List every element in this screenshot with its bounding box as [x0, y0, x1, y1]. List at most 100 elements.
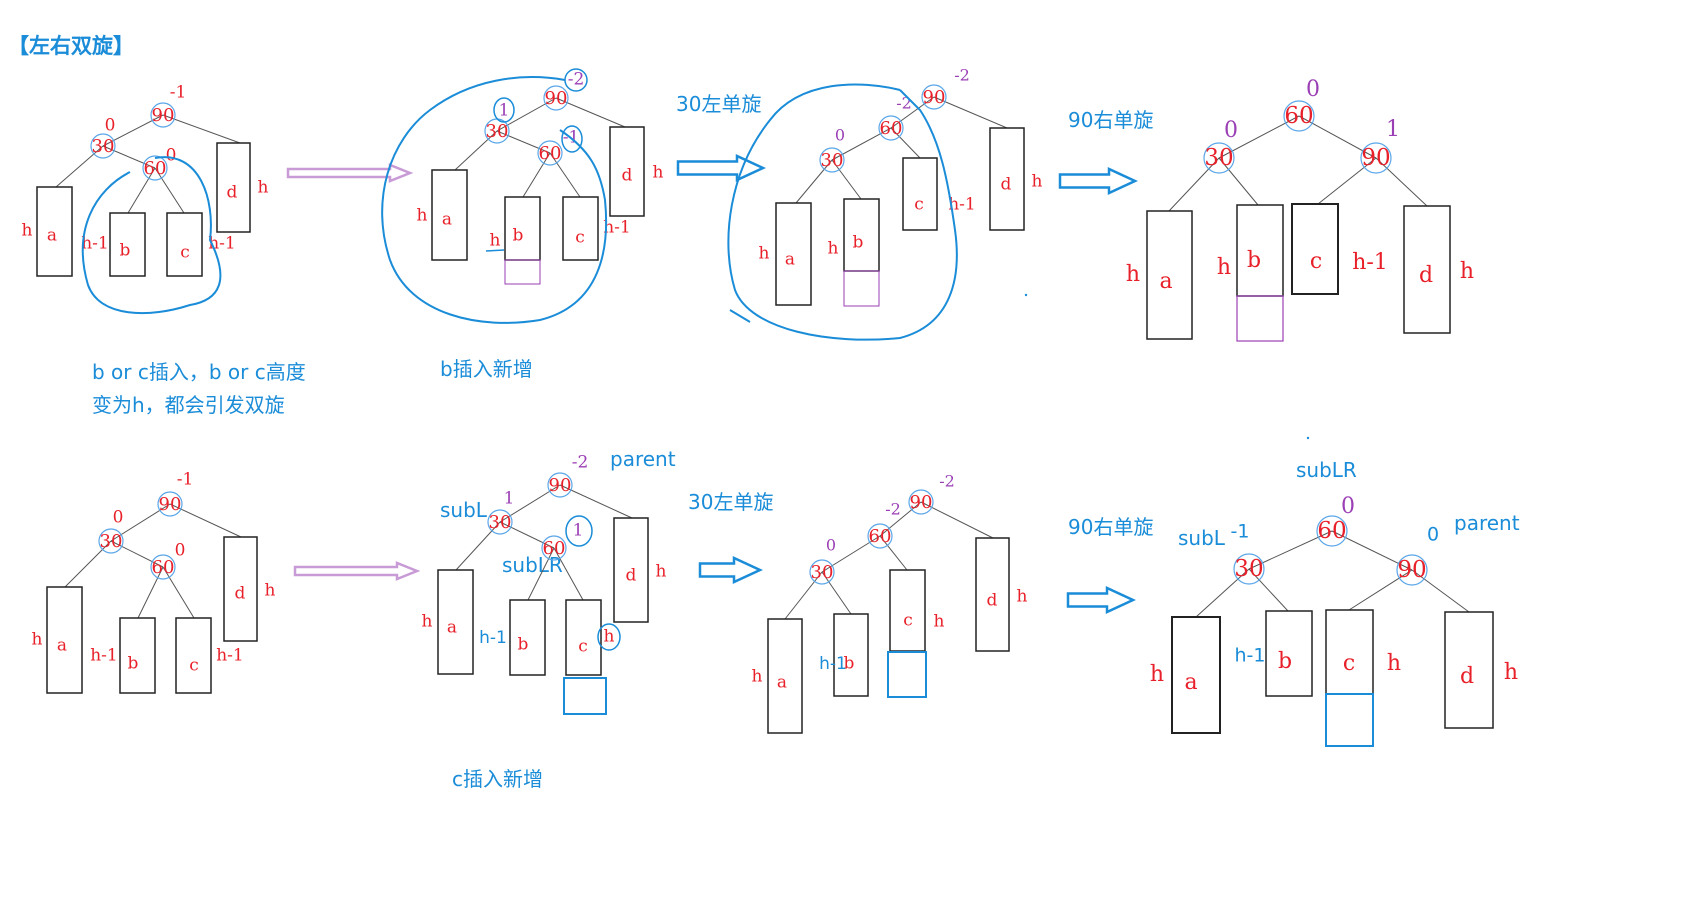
r1s1-edge-60-b: [127, 167, 156, 214]
r2s4-stray-dot: [1306, 436, 1310, 440]
r1s1-subtree-c: [166, 212, 203, 277]
r2s3-subtree-b: [833, 613, 869, 697]
r2s3-inserted-c: [887, 651, 927, 698]
r1s3-label-a: a: [785, 250, 795, 270]
r1s1-height-d: h: [258, 178, 269, 198]
r1s1-node-30: 30: [92, 136, 115, 157]
r2s1-subtree-b: [119, 617, 156, 694]
r1s2-height-b-underline: [485, 249, 505, 252]
r1s3-subtree-d: [989, 127, 1025, 231]
r1s1-label-a: a: [47, 226, 57, 246]
r1s4-label-b: b: [1247, 248, 1261, 273]
r2s2-edge-30-60: [499, 521, 555, 549]
r2s2-height-a: h: [422, 612, 433, 632]
r2s2-bf-60: 1: [573, 521, 584, 541]
r2s3-node-90-ring: [908, 489, 934, 515]
page-title: 【左右双旋】: [8, 34, 134, 58]
r1s1-node-30-ring: [90, 133, 116, 159]
r1s2-node-90: 90: [545, 88, 568, 109]
r1s3-inserted-b: [843, 270, 880, 307]
r2s1-edge-60-b: [137, 566, 164, 619]
r2s1-node-90-ring: [157, 491, 183, 517]
r2s3-bf-30: 0: [826, 536, 836, 555]
r2s1-label-a: a: [57, 636, 67, 656]
r1s4-edge-30-a: [1168, 157, 1220, 212]
r1s4-node-90: 90: [1361, 145, 1390, 171]
label-sublr: subLR: [502, 553, 563, 577]
r2s1-height-d: h: [265, 581, 276, 601]
label-sublr-top: subLR: [1296, 458, 1357, 482]
r1s1-edge-30-a: [55, 145, 104, 188]
r1s4-subtree-d: [1403, 205, 1451, 334]
r2s4-height-a: h: [1150, 662, 1164, 687]
r1s4-bf-60: 0: [1306, 77, 1320, 102]
r2s4-bf-90: 0: [1427, 524, 1439, 546]
r1s4-bf-30: 0: [1224, 118, 1238, 143]
r1s4-height-d: h: [1460, 259, 1474, 284]
r2s4-label-b: b: [1278, 649, 1292, 674]
r1s4-height-a: h: [1126, 262, 1140, 287]
r2s4-edge-30-b: [1248, 568, 1289, 612]
r1s2-label-d: d: [622, 166, 633, 186]
r2s2-height-c-mark: [597, 623, 621, 651]
r1-arrow-1: [286, 163, 414, 183]
r1s1-node-90-ring: [150, 102, 176, 128]
r2s4-subtree-b: [1265, 610, 1313, 697]
r1s3-bf-90: -2: [954, 66, 970, 85]
r1s3-edge-90-60: [890, 96, 935, 129]
r2s2-subtree-c: [565, 599, 602, 676]
r2s2-edge-60-b: [527, 547, 555, 601]
r2s4-node-30-ring: [1233, 553, 1265, 585]
label-parent: parent: [610, 447, 676, 471]
r1s3-label-c: c: [914, 195, 924, 215]
r1s4-bf-90: 1: [1386, 117, 1400, 142]
r2s3-node-30: 30: [811, 562, 834, 583]
r1s1-bf-60: 0: [166, 146, 177, 166]
r2s3-height-b: h-1: [819, 654, 847, 674]
r2s2-node-30: 30: [489, 512, 512, 533]
r1s3-edge-90-d: [933, 96, 1008, 129]
r2-arrow-1: [293, 561, 421, 581]
r2s2-height-d: h: [656, 562, 667, 582]
r1s3-node-60: 60: [880, 118, 903, 139]
r2s2-bf-30: 1: [504, 489, 515, 509]
r2s2-edge-30-a: [455, 521, 501, 571]
r1s3-subtree-a: [775, 202, 812, 306]
r1s4-inserted-b: [1236, 295, 1284, 342]
r1s4-node-60: 60: [1284, 103, 1313, 129]
r2s3-edge-30-a: [784, 571, 823, 620]
r2s4-bf-30: -1: [1231, 521, 1250, 543]
r1s4-height-c: h-1: [1352, 250, 1388, 275]
r1s1-node-90: 90: [152, 105, 175, 126]
r1s1-label-c: c: [180, 243, 190, 263]
r1-arrow-2: [676, 154, 766, 182]
r1s4-height-b: h: [1217, 255, 1231, 280]
r1s3-edge-60-c: [890, 127, 921, 159]
r1s2-edge-30-60: [496, 130, 551, 154]
r1-arrow-3: [1058, 167, 1138, 195]
label-r2-left-rotate: 30左单旋: [688, 490, 774, 514]
r1s2-bf-60-mark: [561, 125, 583, 153]
r2s4-height-d: h: [1504, 660, 1518, 685]
r1s2-height-c: h-1: [603, 218, 631, 238]
r2s4-node-60-ring: [1316, 515, 1348, 547]
r2s4-edge-90-d: [1411, 569, 1470, 613]
r1s1-node-60-ring: [142, 155, 168, 181]
r2s1-subtree-d: [223, 536, 258, 642]
r2s1-bf-60: 0: [175, 541, 186, 561]
r2s2-node-30-ring: [487, 509, 513, 535]
r2s2-node-60-ring: [541, 535, 567, 561]
r2s2-label-a: a: [447, 618, 457, 638]
r1s3-subtree-c: [902, 157, 938, 231]
r2s4-node-30: 30: [1234, 556, 1263, 582]
r2s4-height-b: h-1: [1235, 645, 1266, 667]
r2s1-node-60: 60: [152, 557, 175, 578]
r2s3-edge-60-c: [879, 535, 908, 571]
r2s2-edge-90-d: [559, 484, 633, 519]
r2s1-label-d: d: [235, 584, 246, 604]
r1s4-label-d: d: [1419, 263, 1433, 288]
r2s1-node-30-ring: [98, 528, 124, 554]
label-subl: subL: [440, 498, 487, 522]
r1s2-label-a: a: [442, 210, 452, 230]
